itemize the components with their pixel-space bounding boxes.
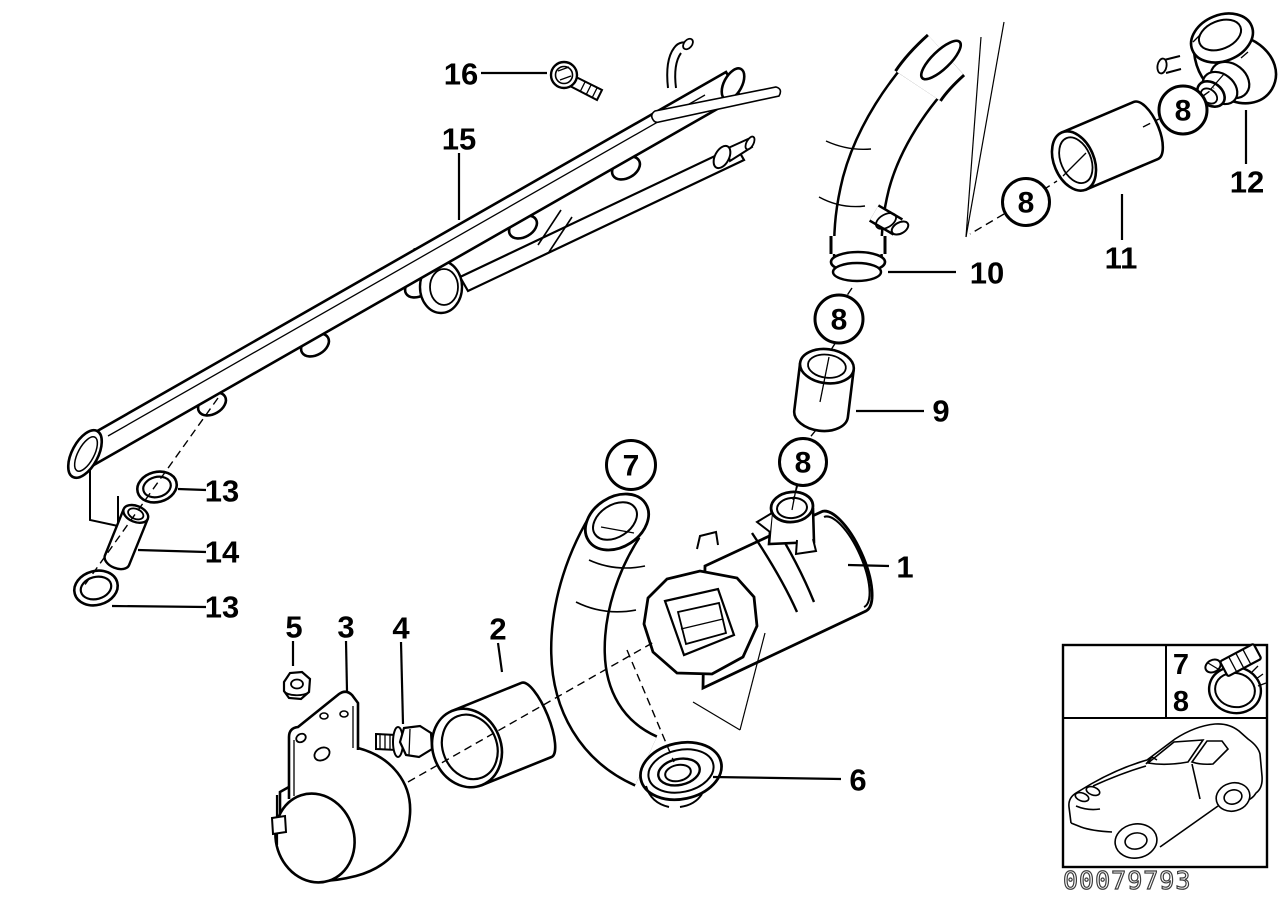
leader-lines (111, 71, 1248, 781)
legend-item-7: 7 (1173, 649, 1189, 681)
part-15-fuel-rail (66, 37, 782, 528)
assembly-axis-lines (83, 73, 1225, 783)
callout-7-text[interactable]: 7 (623, 450, 640, 483)
part-label-14[interactable]: 14 (205, 535, 240, 570)
part-label-12[interactable]: 12 (1230, 165, 1264, 200)
part-1-idle-control-valve (642, 490, 874, 691)
pointer-wedges (692, 21, 1005, 731)
part-2-rubber-sleeve (430, 681, 557, 789)
part-7-hose (549, 492, 659, 787)
circled-callout-8-above-hose-piece[interactable]: 8 (813, 293, 865, 345)
callout-8-text[interactable]: 8 (1175, 95, 1192, 128)
part-label-15[interactable]: 15 (442, 122, 476, 157)
part-label-13-upper[interactable]: 13 (205, 474, 239, 509)
hose-clamp-icon (1204, 643, 1267, 715)
circled-callout-8-left-of-sleeve[interactable]: 8 (1001, 177, 1051, 227)
part-label-9[interactable]: 9 (932, 394, 949, 429)
part-label-10[interactable]: 10 (970, 256, 1004, 291)
part-16-screw (549, 60, 604, 102)
part-9-hose-piece (792, 347, 856, 433)
part-13-oring-upper (135, 470, 179, 504)
callout-8-text[interactable]: 8 (1018, 187, 1035, 220)
part-label-6[interactable]: 6 (849, 763, 866, 798)
part-4-bolt (375, 724, 434, 759)
part-label-2[interactable]: 2 (489, 612, 506, 647)
callout-8-text[interactable]: 8 (795, 447, 812, 480)
part-label-11[interactable]: 11 (1105, 241, 1138, 276)
legend-box: 7 8 (1061, 643, 1269, 869)
circled-callout-8-right-of-sleeve[interactable]: 8 (1157, 84, 1209, 136)
part-5-nut (282, 670, 312, 701)
part-label-4[interactable]: 4 (392, 611, 410, 646)
part-number-labels: 16 15 10 11 12 9 1 6 13 14 13 5 3 4 2 (205, 57, 1264, 798)
legend-item-8: 8 (1173, 686, 1189, 718)
circled-callout-8-above-valve-port[interactable]: 8 (778, 437, 828, 487)
part-6-grommet (639, 740, 723, 808)
part-label-3[interactable]: 3 (337, 610, 354, 645)
part-label-5[interactable]: 5 (285, 610, 302, 645)
circled-callout-7-hose[interactable]: 7 (605, 439, 657, 491)
car-thumbnail (1068, 723, 1263, 859)
callout-8-text[interactable]: 8 (831, 304, 848, 337)
part-13-oring-lower (72, 569, 120, 607)
part-label-16[interactable]: 16 (444, 57, 478, 92)
part-label-1[interactable]: 1 (896, 550, 913, 585)
part-label-13-lower[interactable]: 13 (205, 590, 239, 625)
part-10-hose (818, 33, 966, 283)
part-3-bracket (270, 690, 412, 884)
drawing-number: 00079793 (1063, 866, 1191, 895)
